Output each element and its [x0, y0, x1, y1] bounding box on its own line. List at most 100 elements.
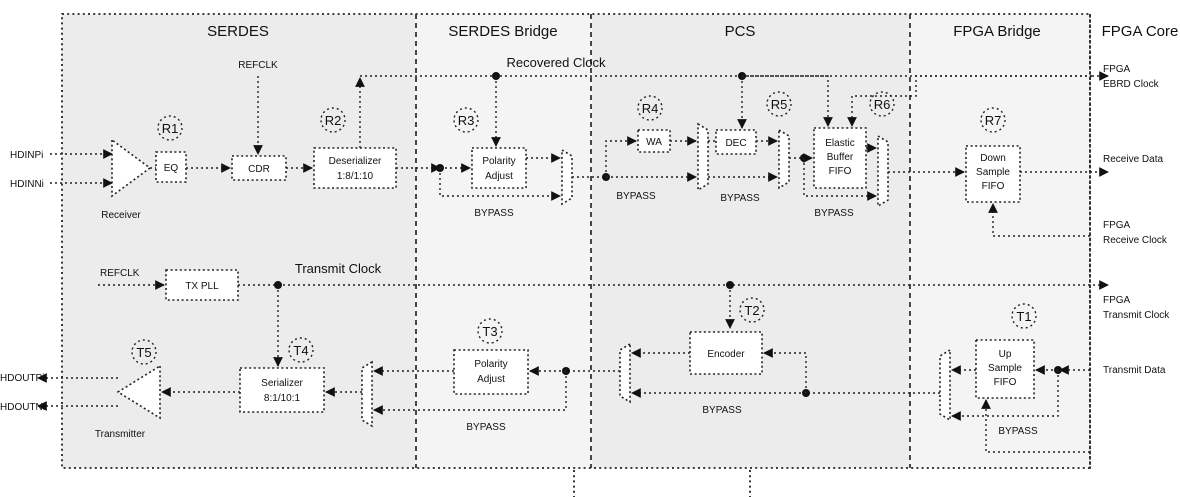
marker-r1: R1 [162, 121, 179, 136]
marker-t5-ring [131, 339, 157, 365]
marker-t3: T3 [482, 324, 497, 339]
marker-r2: R2 [325, 113, 342, 128]
serializer-block [239, 367, 325, 413]
elastic-label-2: Buffer [827, 152, 854, 163]
deserializer-label-1: Deserializer [329, 156, 382, 167]
marker-r5-ring [766, 91, 792, 117]
wire-receive-clock [988, 203, 1090, 237]
marker-r6-ring [869, 91, 895, 117]
wire-up-sample-bypass [951, 370, 1059, 421]
down-sample-label-3: FIFO [982, 181, 1005, 192]
dec-mux [778, 128, 790, 190]
marker-r7: R7 [985, 113, 1002, 128]
marker-r3-ring [453, 107, 479, 133]
encoder-label: Encoder [707, 349, 745, 360]
up-sample-label-2: Sample [988, 363, 1022, 374]
marker-r3: R3 [458, 113, 475, 128]
cdr-label: CDR [248, 164, 270, 175]
marker-r5: R5 [771, 97, 788, 112]
receive-clock-label-1: FPGA [1103, 220, 1131, 231]
title-serdes: SERDES [207, 23, 269, 40]
wire-tx-bridge-bypass [373, 371, 567, 415]
marker-t5: T5 [136, 345, 151, 360]
title-pcs: PCS [725, 23, 756, 40]
outer-boundary [61, 13, 1091, 469]
elastic-mux [877, 134, 889, 208]
pin-hdoutp: HDOUTPi [0, 373, 44, 384]
refclk-rx-label: REFCLK [238, 60, 278, 71]
deserializer-block [313, 147, 397, 189]
marker-r7-ring [980, 107, 1006, 133]
receive-clock-label-2: Receive Clock [1103, 235, 1168, 246]
recovered-clock-label: Recovered Clock [507, 55, 606, 70]
rx-bridge-mux [561, 148, 573, 206]
tx-polarity-adjust-block [453, 349, 529, 395]
wire-ebrd-elastic [847, 75, 1092, 127]
transmit-clock-core-label-2: Transmit Clock [1103, 310, 1170, 321]
down-sample-label-1: Down [980, 153, 1006, 164]
up-sample-label-3: FIFO [994, 377, 1017, 388]
elastic-label-1: Elastic [825, 138, 854, 149]
tx-bridge-bypass-label: BYPASS [466, 422, 506, 433]
ebrd-clock-label-2: EBRD Clock [1103, 79, 1160, 90]
receive-data-label: Receive Data [1103, 154, 1163, 165]
deserializer-label-2: 1:8/1:10 [337, 171, 374, 182]
wire-encoder-in [763, 348, 807, 393]
up-sample-mux [939, 348, 951, 422]
rx-polarity-label-2: Adjust [485, 171, 513, 182]
refclk-tx-label: REFCLK [100, 268, 140, 279]
pin-hdinp: HDINPi [10, 150, 43, 161]
marker-r4-ring [637, 95, 663, 121]
title-fpga-core: FPGA Core [1102, 23, 1179, 40]
tx-polarity-label-1: Polarity [474, 359, 507, 370]
up-sample-bypass-label: BYPASS [998, 426, 1038, 437]
elastic-bypass-label: BYPASS [814, 208, 854, 219]
marker-t4-ring [288, 337, 314, 363]
wa-label: WA [646, 137, 662, 148]
title-serdes-bridge: SERDES Bridge [448, 23, 557, 40]
up-sample-fifo-block [975, 339, 1035, 399]
pin-hdinn: HDINNi [10, 179, 44, 190]
fpga-bridge-section [911, 14, 1089, 468]
marker-t4: T4 [293, 343, 308, 358]
transmitter-buffer [116, 364, 161, 420]
transmit-data-label: Transmit Data [1103, 365, 1166, 376]
marker-t2: T2 [744, 303, 759, 318]
rx-bridge-bypass-label: BYPASS [474, 208, 514, 219]
marker-t2-ring [739, 297, 765, 323]
serializer-label-2: 8:1/10:1 [264, 393, 301, 404]
wa-bypass-label: BYPASS [616, 191, 656, 202]
dec-label: DEC [725, 138, 746, 149]
eq-block [155, 151, 187, 183]
marker-r4: R4 [642, 101, 659, 116]
eq-label: EQ [164, 163, 179, 174]
rx-polarity-label-1: Polarity [482, 156, 515, 167]
down-sample-fifo-block [965, 145, 1021, 203]
encoder-mux [619, 342, 631, 404]
transmit-clock-core-label-1: FPGA [1103, 295, 1131, 306]
marker-r1-ring [157, 115, 183, 141]
marker-r2-ring [320, 107, 346, 133]
pcs-section [592, 14, 910, 468]
tx-pll-label: TX PLL [185, 281, 219, 292]
tx-polarity-label-2: Adjust [477, 374, 505, 385]
receiver-label: Receiver [101, 210, 141, 221]
receiver-buffer [111, 138, 152, 198]
ebrd-clock-label-1: FPGA [1103, 64, 1131, 75]
title-fpga-bridge: FPGA Bridge [953, 23, 1041, 40]
down-sample-label-2: Sample [976, 167, 1010, 178]
marker-t3-ring [477, 318, 503, 344]
wire-wa-in [605, 136, 637, 177]
elastic-buffer-block [813, 127, 867, 189]
transmit-clock-label: Transmit Clock [295, 261, 382, 276]
marker-t1: T1 [1016, 309, 1031, 324]
serializer-label-1: Serializer [261, 378, 303, 389]
serdes-bridge-section [416, 14, 591, 468]
pin-hdoutn: HDOUTNi [0, 402, 45, 413]
encoder-block [689, 331, 763, 375]
dec-bypass-label: BYPASS [720, 193, 760, 204]
elastic-label-3: FIFO [829, 166, 852, 177]
tx-pll-block [165, 269, 239, 301]
encoder-bypass-label: BYPASS [702, 405, 742, 416]
